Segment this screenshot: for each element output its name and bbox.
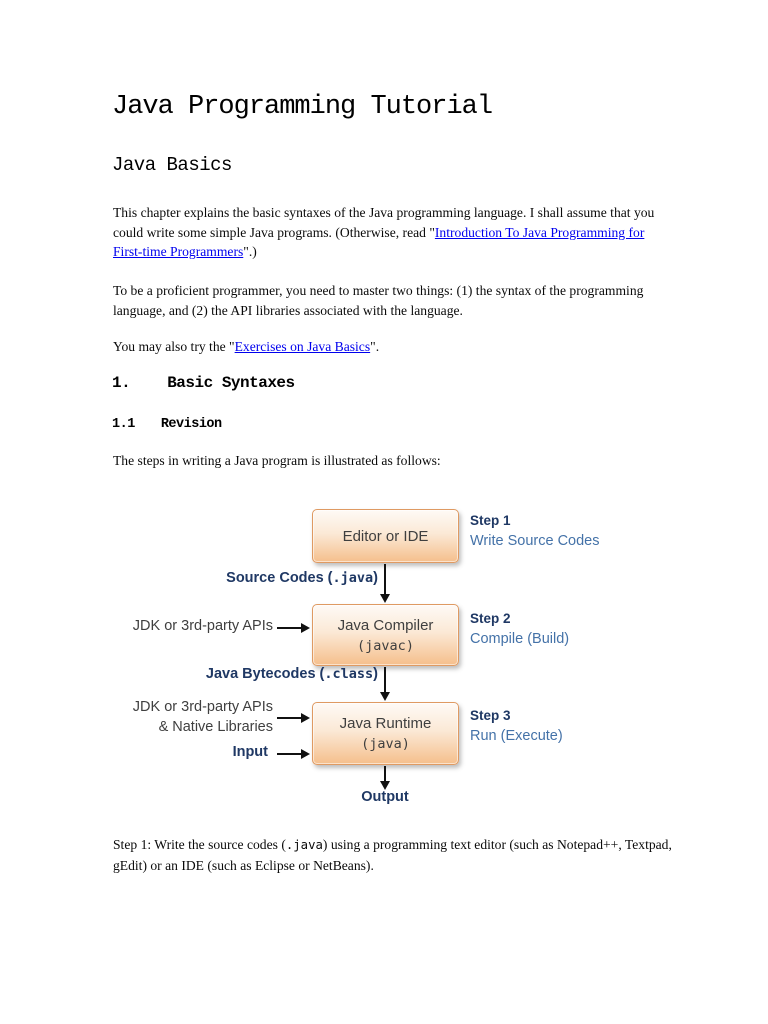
step3-annotation: Step 3 Run (Execute) bbox=[470, 707, 680, 747]
step2-annotation: Step 2 Compile (Build) bbox=[470, 610, 680, 650]
steps-intro-paragraph: The steps in writing a Java program is i… bbox=[113, 453, 441, 468]
label-line2: & Native Libraries bbox=[158, 718, 273, 735]
exercises-paragraph: You may also try the "Exercises on Java … bbox=[113, 337, 661, 357]
label-text: ) bbox=[373, 570, 378, 586]
box-label-code: (java) bbox=[361, 736, 410, 752]
down-arrow-runtime-to-output bbox=[380, 766, 390, 790]
down-arrow-compiler-to-runtime bbox=[380, 667, 390, 701]
label-line1: JDK or 3rd-party APIs bbox=[132, 699, 273, 715]
right-arrow-libraries-to-runtime bbox=[277, 713, 310, 723]
intro-paragraph: This chapter explains the basic syntaxes… bbox=[113, 203, 661, 262]
down-arrow-editor-to-compiler bbox=[380, 564, 390, 603]
step1-text-after: ) using a programming text editor (such … bbox=[113, 837, 672, 873]
proficient-paragraph: To be a proficient programmer, you need … bbox=[113, 283, 644, 318]
section-title: Basic Syntaxes bbox=[167, 374, 295, 392]
exercises-text-before: You may also try the " bbox=[113, 339, 235, 354]
intro-text-before: This chapter explains the basic syntaxes… bbox=[113, 205, 655, 240]
step3-description: Run (Execute) bbox=[470, 728, 563, 744]
subsection-heading-revision: 1.1 Revision bbox=[112, 417, 222, 432]
jdk-apis-label: JDK or 3rd-party APIs bbox=[132, 618, 273, 634]
step1-title: Step 1 bbox=[470, 513, 511, 528]
exercises-link[interactable]: Exercises on Java Basics bbox=[234, 339, 371, 354]
label-text: Source Codes ( bbox=[226, 570, 333, 586]
input-label: Input bbox=[232, 744, 268, 760]
step3-title: Step 3 bbox=[470, 708, 511, 723]
jdk-apis-native-libraries-label: JDK or 3rd-party APIs & Native Libraries bbox=[68, 698, 273, 737]
intro-text-after: ".) bbox=[243, 244, 257, 260]
box-label: Java Runtime bbox=[339, 715, 432, 732]
step2-description: Compile (Build) bbox=[470, 631, 570, 647]
label-text: ) bbox=[373, 666, 378, 682]
step1-annotation: Step 1 Write Source Codes bbox=[470, 512, 680, 552]
diagram-box-java-runtime: Java Runtime (java) bbox=[312, 702, 459, 765]
step1-explanation-paragraph: Step 1: Write the source codes (.java) u… bbox=[113, 835, 673, 875]
source-codes-label: Source Codes (.java) bbox=[128, 570, 378, 586]
output-label: Output bbox=[361, 789, 409, 805]
step1-inline-code: .java bbox=[285, 838, 323, 852]
label-text: Java Bytecodes ( bbox=[205, 666, 325, 682]
subsection-title: Revision bbox=[160, 417, 222, 432]
java-bytecodes-label: Java Bytecodes (.class) bbox=[128, 666, 378, 682]
intro-link[interactable]: Introduction To Java Programming for Fir… bbox=[113, 224, 645, 260]
step2-title: Step 2 bbox=[470, 611, 511, 626]
section-heading-basic-syntaxes: 1. Basic Syntaxes bbox=[112, 374, 295, 392]
section-number: 1. bbox=[112, 374, 131, 392]
page-subtitle: Java Basics bbox=[112, 154, 232, 176]
right-arrow-input-to-runtime bbox=[277, 749, 310, 759]
label-code: .class bbox=[324, 666, 374, 682]
page-title: Java Programming Tutorial bbox=[112, 92, 493, 122]
diagram-box-java-compiler: Java Compiler (javac) bbox=[312, 604, 459, 666]
diagram-box-editor-ide: Editor or IDE bbox=[312, 509, 459, 563]
exercises-text-after: ". bbox=[370, 339, 380, 354]
right-arrow-apis-to-compiler bbox=[277, 623, 310, 633]
label-code: .java bbox=[332, 570, 374, 586]
subsection-number: 1.1 bbox=[112, 417, 135, 432]
box-label: Editor or IDE bbox=[342, 527, 429, 545]
box-label-code: (javac) bbox=[357, 637, 414, 654]
step1-description: Write Source Codes bbox=[470, 533, 600, 549]
box-label: Java Compiler bbox=[337, 616, 434, 634]
step1-text-before: Step 1: Write the source codes ( bbox=[113, 837, 286, 852]
